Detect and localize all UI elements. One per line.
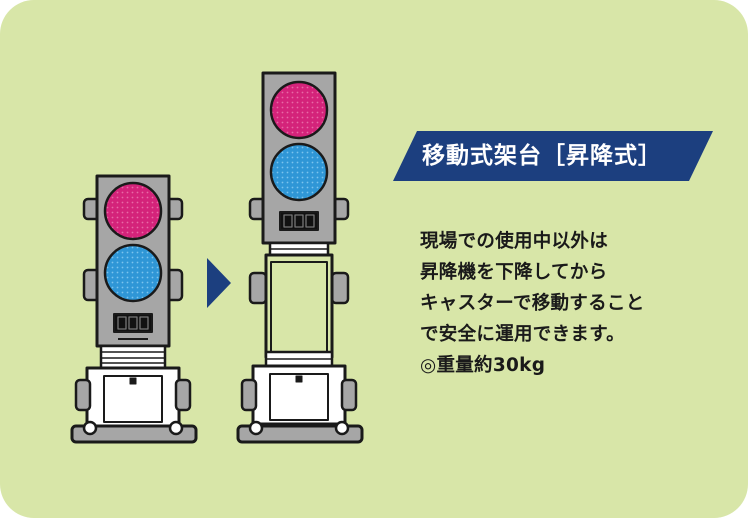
- blue-lamp-icon: [103, 243, 163, 303]
- description-line: キャスターで移動すること: [420, 293, 645, 314]
- page-title: 移動式架台［昇降式］: [422, 143, 662, 169]
- weight-note: ◎重量約30kg: [420, 355, 546, 376]
- title-banner: [393, 131, 713, 181]
- signal-lowered: [70, 174, 198, 444]
- red-lamp-icon: [103, 181, 163, 241]
- arrow-right-icon: [207, 258, 231, 308]
- description-text: 現場での使用中以外は 昇降機を下降してから キャスターで移動すること で安全に運…: [420, 226, 740, 381]
- description-line: 現場での使用中以外は: [420, 231, 609, 252]
- red-lamp-icon: [269, 80, 329, 140]
- description-line: 昇降機を下降してから: [420, 262, 608, 283]
- signal-raised: [236, 71, 364, 444]
- blue-lamp-icon: [269, 142, 329, 202]
- description-line: で安全に運用できます。: [420, 324, 625, 345]
